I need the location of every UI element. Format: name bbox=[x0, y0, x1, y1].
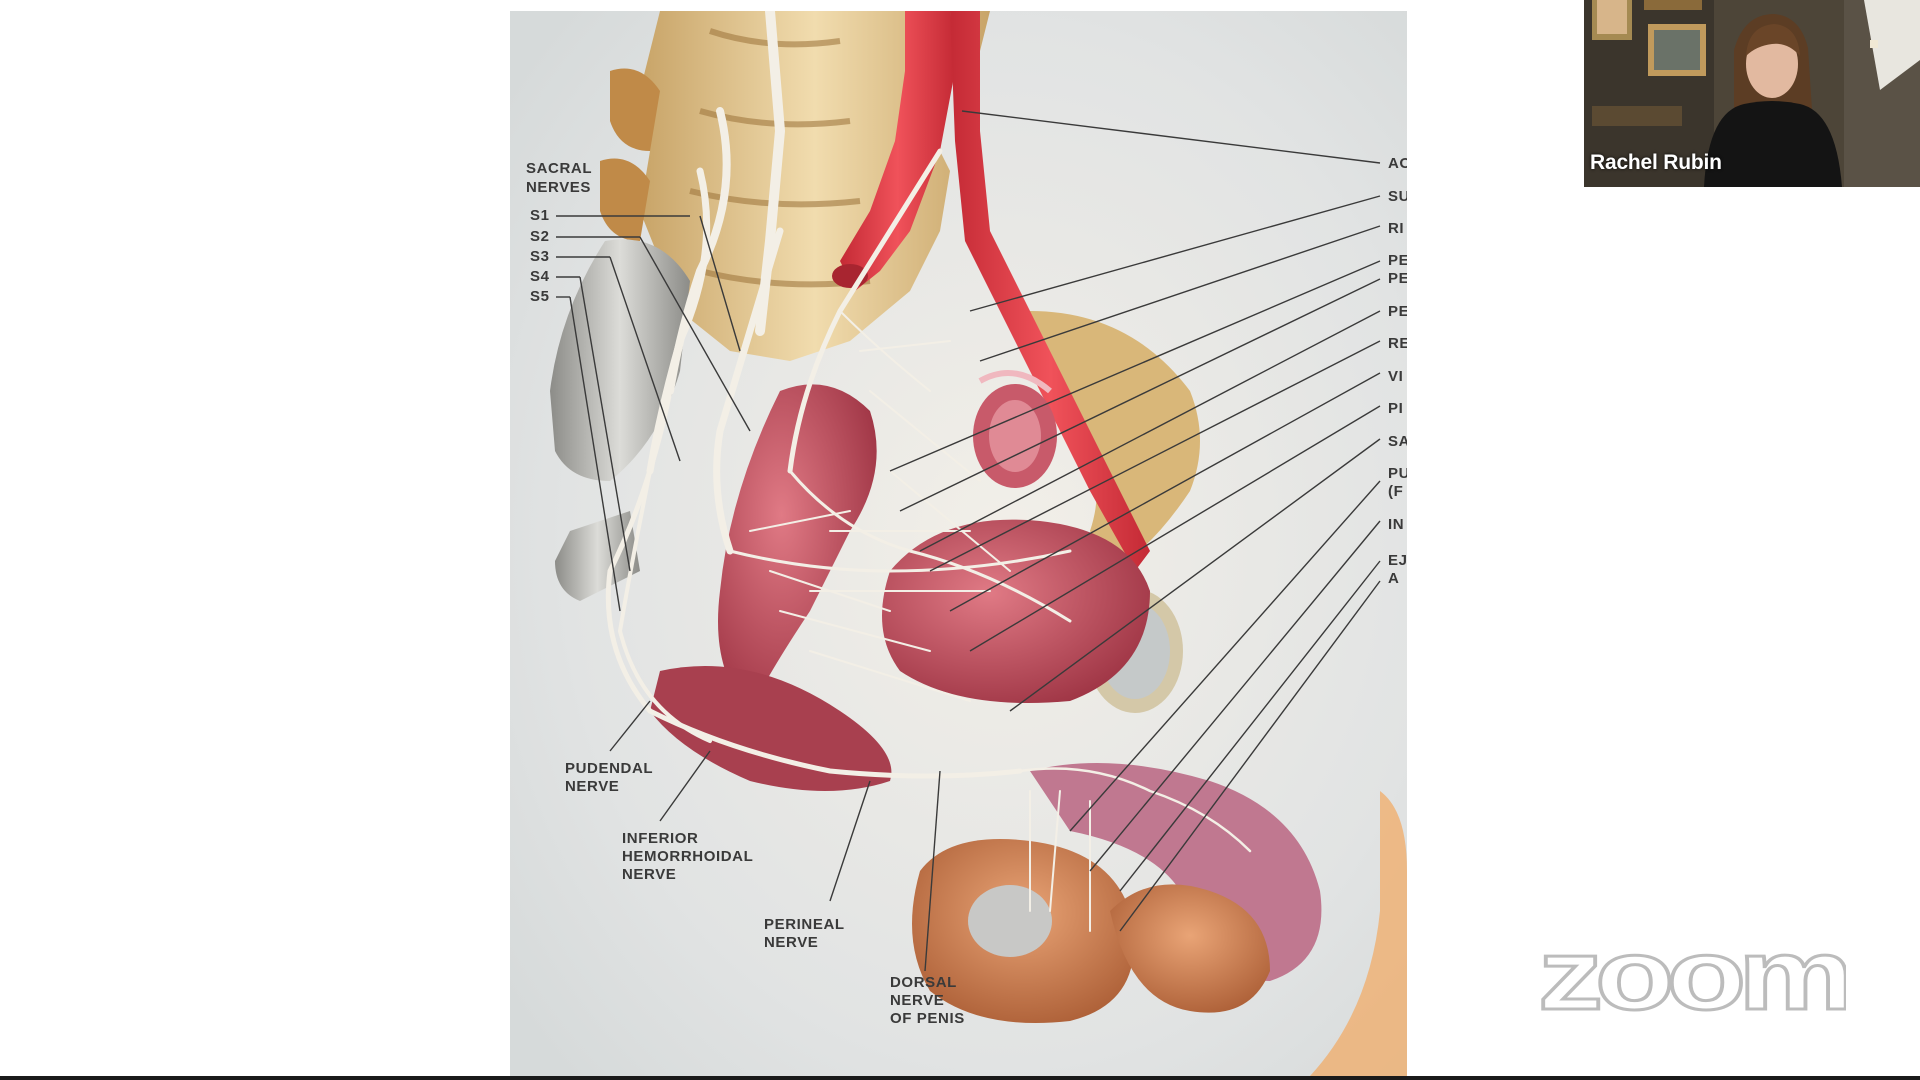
bottom-edge-bar bbox=[0, 1076, 1920, 1080]
right-labels: AO SU RI PE PE PE RE VI PI SA PU (F IN E… bbox=[1388, 155, 1407, 587]
label-right-1: AO bbox=[1388, 155, 1407, 172]
pelvic-bone bbox=[1030, 311, 1200, 571]
label-right-15: A bbox=[1388, 570, 1399, 587]
pelvic-floor-muscle bbox=[650, 666, 892, 791]
zoom-logo-watermark: zoom bbox=[1538, 935, 1846, 1019]
label-pudendal: PUDENDAL bbox=[565, 760, 653, 777]
nerve-network bbox=[605, 11, 1252, 932]
label-s3: S3 bbox=[530, 248, 550, 265]
label-hemorrhoidal-nerve: NERVE bbox=[622, 866, 676, 883]
label-right-8: VI bbox=[1388, 368, 1403, 385]
label-right-6: PE bbox=[1388, 303, 1407, 320]
label-right-12: (F bbox=[1388, 483, 1403, 500]
label-nerves: NERVES bbox=[526, 179, 591, 196]
pelvic-nerve-illustration: SACRAL NERVES S1 S2 S3 S4 S5 PUDENDAL NE… bbox=[510, 11, 1407, 1076]
label-right-3: RI bbox=[1388, 220, 1404, 237]
label-perineal-nerve: NERVE bbox=[764, 934, 818, 951]
participant-name-label: Rachel Rubin bbox=[1590, 151, 1722, 174]
label-s5: S5 bbox=[530, 288, 550, 305]
label-dorsal: DORSAL bbox=[890, 974, 957, 991]
label-right-9: PI bbox=[1388, 400, 1403, 417]
left-labels: SACRAL NERVES S1 S2 S3 S4 S5 PUDENDAL NE… bbox=[526, 160, 965, 1027]
rectum bbox=[718, 370, 1057, 711]
label-hemorrhoidal: HEMORRHOIDAL bbox=[622, 848, 753, 865]
label-right-10: SA bbox=[1388, 433, 1407, 450]
label-right-7: RE bbox=[1388, 335, 1407, 352]
label-dorsal-nerve: NERVE bbox=[890, 992, 944, 1009]
participant-video-tile[interactable]: Rachel Rubin bbox=[1584, 0, 1920, 187]
photo-glare bbox=[1310, 791, 1407, 1076]
label-sacral: SACRAL bbox=[526, 160, 592, 177]
label-perineal: PERINEAL bbox=[764, 916, 845, 933]
label-right-14: EJ bbox=[1388, 552, 1407, 569]
label-right-5: PE bbox=[1388, 270, 1407, 287]
participant-video bbox=[1584, 0, 1920, 187]
zoom-watermark-text: zoom bbox=[1538, 935, 1846, 1019]
label-s1: S1 bbox=[530, 207, 550, 224]
sacrum bbox=[550, 239, 690, 601]
label-inferior: INFERIOR bbox=[622, 830, 698, 847]
label-right-4: PE bbox=[1388, 252, 1407, 269]
label-right-13: IN bbox=[1388, 516, 1404, 533]
bladder bbox=[882, 519, 1150, 703]
label-s4: S4 bbox=[530, 268, 550, 285]
label-of-penis: OF PENIS bbox=[890, 1010, 965, 1027]
label-right-2: SU bbox=[1388, 188, 1407, 205]
label-s2: S2 bbox=[530, 228, 550, 245]
label-right-11: PU bbox=[1388, 465, 1407, 482]
label-pudendal-nerve: NERVE bbox=[565, 778, 619, 795]
external-genitalia bbox=[912, 763, 1322, 1023]
anatomy-slide: SACRAL NERVES S1 S2 S3 S4 S5 PUDENDAL NE… bbox=[510, 11, 1407, 1076]
leader-lines bbox=[556, 110, 1381, 972]
